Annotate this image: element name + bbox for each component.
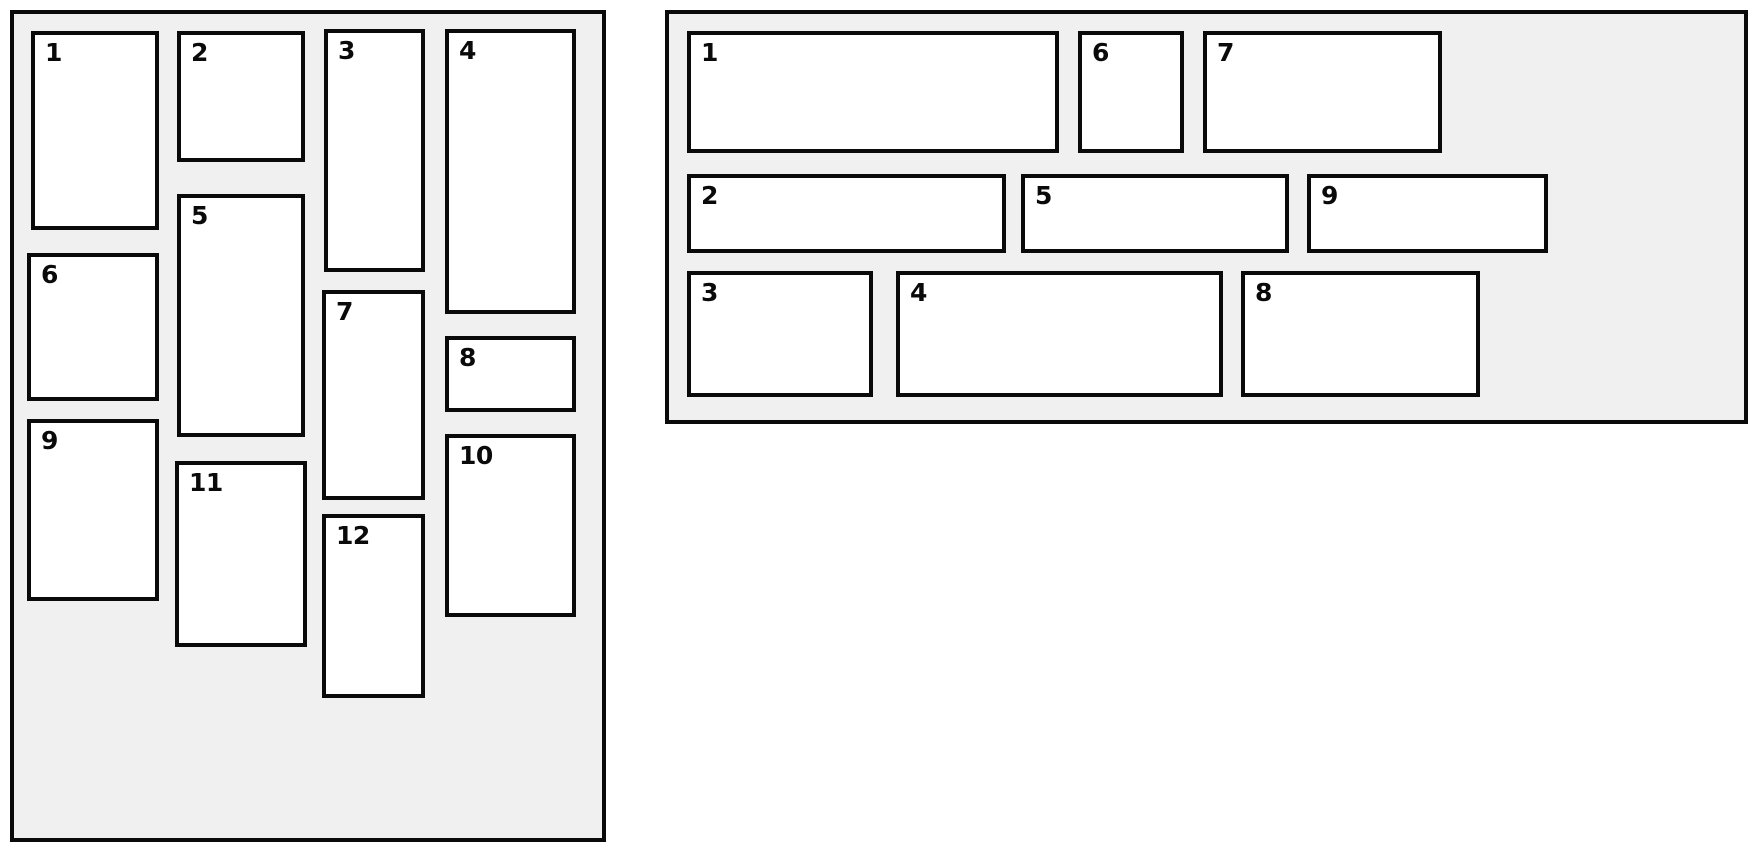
layout-box-label: 1 — [701, 38, 718, 67]
layout-box-label: 6 — [1092, 38, 1109, 67]
layout-box-label: 9 — [41, 426, 58, 455]
layout-box-label: 3 — [338, 36, 355, 65]
layout-box-label: 5 — [191, 201, 208, 230]
layout-box-label: 12 — [336, 521, 370, 550]
layout-box-label: 2 — [701, 181, 718, 210]
layout-box-label: 7 — [336, 297, 353, 326]
layout-box-label: 2 — [191, 38, 208, 67]
layout-box-2[interactable]: 2 — [687, 174, 1006, 253]
layout-box-9[interactable]: 9 — [27, 419, 159, 601]
layout-box-label: 10 — [459, 441, 493, 470]
layout-box-3[interactable]: 3 — [687, 271, 873, 397]
layout-box-1[interactable]: 1 — [31, 31, 159, 230]
layout-box-8[interactable]: 8 — [1241, 271, 1480, 397]
layout-box-7[interactable]: 7 — [322, 290, 425, 500]
layout-box-5[interactable]: 5 — [1021, 174, 1289, 253]
layout-box-label: 4 — [459, 36, 476, 65]
layout-box-7[interactable]: 7 — [1203, 31, 1442, 153]
layout-box-12[interactable]: 12 — [322, 514, 425, 698]
layout-box-3[interactable]: 3 — [324, 29, 425, 272]
layout-box-label: 7 — [1217, 38, 1234, 67]
layout-box-label: 1 — [45, 38, 62, 67]
layout-box-11[interactable]: 11 — [175, 461, 307, 647]
layout-box-label: 8 — [459, 343, 476, 372]
layout-box-4[interactable]: 4 — [445, 29, 576, 314]
layout-box-5[interactable]: 5 — [177, 194, 305, 437]
right-panel: 1 6 7 2 5 9 3 4 8 — [665, 10, 1748, 424]
layout-box-4[interactable]: 4 — [896, 271, 1223, 397]
layout-box-label: 3 — [701, 278, 718, 307]
layout-box-label: 4 — [910, 278, 927, 307]
layout-box-label: 5 — [1035, 181, 1052, 210]
layout-box-label: 8 — [1255, 278, 1272, 307]
layout-box-9[interactable]: 9 — [1307, 174, 1548, 253]
layout-box-8[interactable]: 8 — [445, 336, 576, 412]
layout-box-1[interactable]: 1 — [687, 31, 1059, 153]
layout-box-label: 9 — [1321, 181, 1338, 210]
layout-box-label: 11 — [189, 468, 223, 497]
layout-box-10[interactable]: 10 — [445, 434, 576, 617]
layout-box-2[interactable]: 2 — [177, 31, 305, 162]
layout-box-label: 6 — [41, 260, 58, 289]
layout-box-6[interactable]: 6 — [1078, 31, 1184, 153]
layout-box-6[interactable]: 6 — [27, 253, 159, 401]
